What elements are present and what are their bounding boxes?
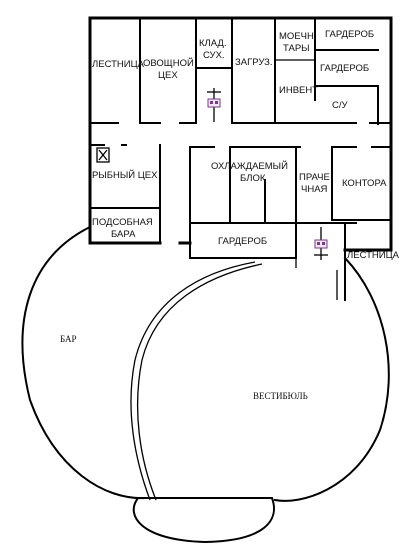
room-label-stairs-left: ЛЕСТНИЦА [92, 59, 145, 70]
room-label-toilet: С/У [332, 100, 349, 111]
room-label-bar-utility: БАРА [111, 229, 136, 240]
hall-outer-curve-right [273, 256, 390, 502]
room-label-chilled-block: БЛОК [240, 173, 266, 184]
outer-wall [88, 16, 393, 252]
room-label-laundry: ЧНАЯ [301, 184, 328, 195]
room-label-chilled-block: ОХЛАЖДАЕМЫЙ [211, 160, 288, 172]
room-label-fish-shop: РЫБНЫЙ ЦЕХ [92, 169, 158, 181]
sink-icon [96, 147, 110, 163]
room-label-wardrobe: ГАРДЕРОБ [325, 29, 374, 40]
room-label-bar-utility: ПОДСОБНАЯ [92, 217, 153, 228]
elevator-icon [207, 88, 221, 122]
room-label-vegetable-shop: ЦЕХ [158, 70, 178, 81]
entrance-bay [132, 497, 275, 544]
bar-lobby-divider [130, 261, 256, 501]
room-label-vegetable-shop: ОВОЩНОЙ [143, 57, 194, 69]
room-label-loading: ЗАГРУЗ. [235, 57, 273, 68]
room-label-inventory: ИНВЕНТ [279, 85, 318, 96]
room-label-washing: МОЕЧН [279, 31, 314, 42]
room-label-dry-storage: СУХ. [203, 50, 225, 61]
hall-outer-curve [21, 226, 147, 500]
room-label-laundry: ПРАЧЕ [299, 172, 330, 183]
room-label-office: КОНТОРА [342, 178, 387, 189]
room-label-wardrobe: ГАРДЕРОБ [320, 63, 369, 74]
room-label-bar: БАР [60, 334, 77, 344]
room-label-washing: ТАРЫ [283, 43, 310, 54]
bar-lobby-divider-inner [136, 263, 263, 501]
room-label-dry-storage: КЛАД. [199, 38, 227, 49]
room-label-stairs-right: ЛЕСТНИЦА [347, 250, 400, 261]
room-label-wardrobe: ГАРДЕРОБ [218, 236, 267, 247]
elevator-icon [314, 227, 328, 260]
room-label-lobby: ВЕСТИБЮЛЬ [253, 391, 308, 401]
